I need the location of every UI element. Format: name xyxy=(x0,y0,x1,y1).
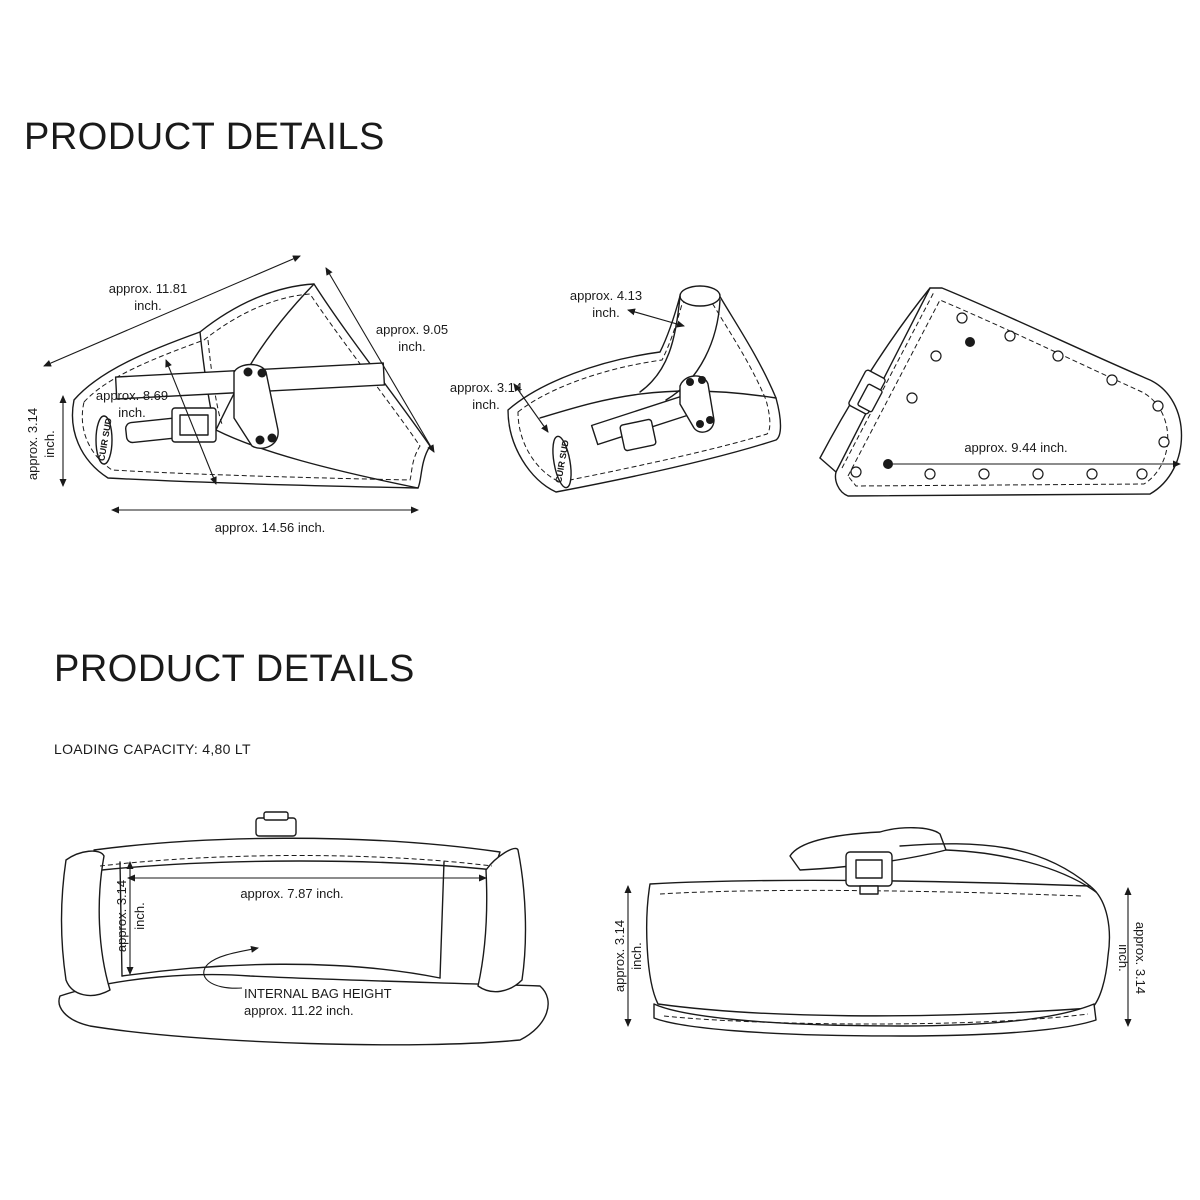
top-view-dimensions: approx. 7.87 inch. approx. 3.14 inch. IN… xyxy=(114,861,487,1018)
front-left-height-label-2: inch. xyxy=(629,942,644,969)
top-bag-rim xyxy=(93,837,501,871)
top-depth-label-2: inch. xyxy=(132,902,147,929)
angled-view-bag: CUIR SUD xyxy=(507,285,782,493)
internal-height-note: INTERNAL BAG HEIGHT xyxy=(244,986,392,1001)
side-height-label-2: inch. xyxy=(398,339,425,354)
side-diag-label-1: approx. 11.81 xyxy=(109,281,188,296)
side-view-dimensions: approx. 11.81 inch. approx. 9.05 inch. a… xyxy=(25,255,448,535)
loading-capacity-text: LOADING CAPACITY: 4,80 LT xyxy=(54,741,251,757)
top-bag-right-flap xyxy=(477,847,527,993)
top-view-bag xyxy=(58,811,549,1046)
side-view-bag: CUIR SUD xyxy=(71,283,431,489)
side-depth-label-1: approx. 8.69 xyxy=(96,388,168,403)
front-right-height-label-2: inch. xyxy=(1116,944,1131,971)
top-bag-base xyxy=(58,973,549,1046)
side-height-label-1: approx. 9.05 xyxy=(376,322,448,337)
product-details-heading-bottom: PRODUCT DETAILS xyxy=(54,648,415,690)
angled-logo xyxy=(552,435,572,489)
top-width-label: approx. 7.87 inch. xyxy=(240,886,343,901)
top-depth-label-1: approx. 3.14 xyxy=(114,880,129,952)
top-bag-left-flap xyxy=(60,850,111,997)
side-diag-label-2: inch. xyxy=(134,298,161,313)
side-buckle xyxy=(171,407,217,443)
angled-flap xyxy=(539,390,777,419)
side-thickness-label-1: approx. 3.14 xyxy=(25,408,40,480)
back-bag-body xyxy=(834,287,1183,497)
angled-opening-label-1: approx. 4.13 xyxy=(570,288,642,303)
angled-opening xyxy=(679,285,721,307)
side-depth-label-2: inch. xyxy=(118,405,145,420)
front-view-bag xyxy=(646,827,1111,1037)
angled-buckle xyxy=(619,418,657,452)
back-view-dimensions: approx. 9.44 inch. xyxy=(892,440,1181,468)
front-view-dimensions: approx. 3.14 inch. approx. 3.14 inch. xyxy=(612,885,1148,1027)
front-right-height-label-1: approx. 3.14 xyxy=(1133,922,1148,994)
internal-height-value: approx. 11.22 inch. xyxy=(244,1003,354,1018)
front-bag-body xyxy=(646,879,1111,1017)
side-bottom-label: approx. 14.56 inch. xyxy=(215,520,326,535)
front-clasp xyxy=(845,851,893,887)
angled-thickness-label-1: approx. 3.14 xyxy=(450,380,522,395)
angled-opening-label-2: inch. xyxy=(592,305,619,320)
angled-plate xyxy=(679,375,715,433)
front-left-height-label-1: approx. 3.14 xyxy=(612,920,627,992)
back-view-bag xyxy=(819,287,1183,497)
side-thickness-label-2: inch. xyxy=(42,430,57,457)
side-logo xyxy=(95,415,113,465)
back-width-label: approx. 9.44 inch. xyxy=(964,440,1067,455)
angled-thickness-label-2: inch. xyxy=(472,397,499,412)
angled-view-dimensions: approx. 4.13 inch. approx. 3.14 inch. xyxy=(450,288,685,433)
product-details-heading-top: PRODUCT DETAILS xyxy=(24,116,385,158)
